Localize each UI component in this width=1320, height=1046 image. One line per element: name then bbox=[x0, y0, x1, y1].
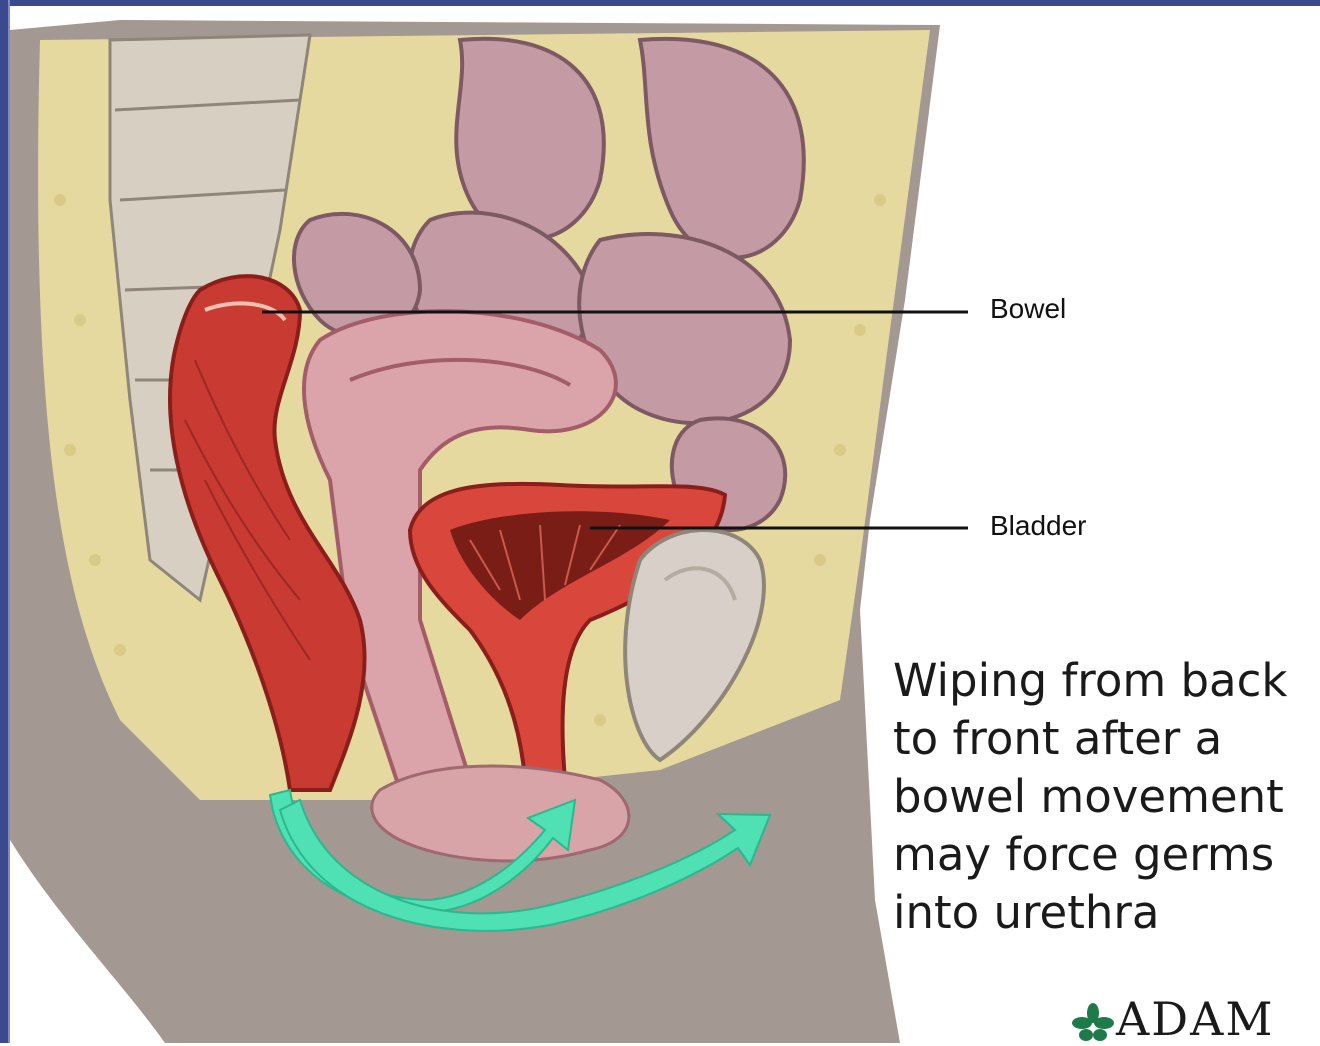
caption-line: may force germs bbox=[893, 826, 1313, 884]
caption-line: bowel movement bbox=[893, 768, 1313, 826]
adam-logo: ADAM bbox=[1070, 995, 1274, 1043]
bowel-label: Bowel bbox=[990, 293, 1066, 325]
caption-text: Wiping from back to front after a bowel … bbox=[893, 652, 1313, 942]
logo-text: ADAM bbox=[1116, 995, 1274, 1043]
leaf-flower-icon bbox=[1070, 1003, 1116, 1043]
bladder-label: Bladder bbox=[990, 510, 1087, 542]
caption-line: Wiping from back bbox=[893, 652, 1313, 710]
caption-line: to front after a bbox=[893, 710, 1313, 768]
left-frame-border bbox=[0, 0, 10, 1043]
caption-line: into urethra bbox=[893, 884, 1313, 942]
